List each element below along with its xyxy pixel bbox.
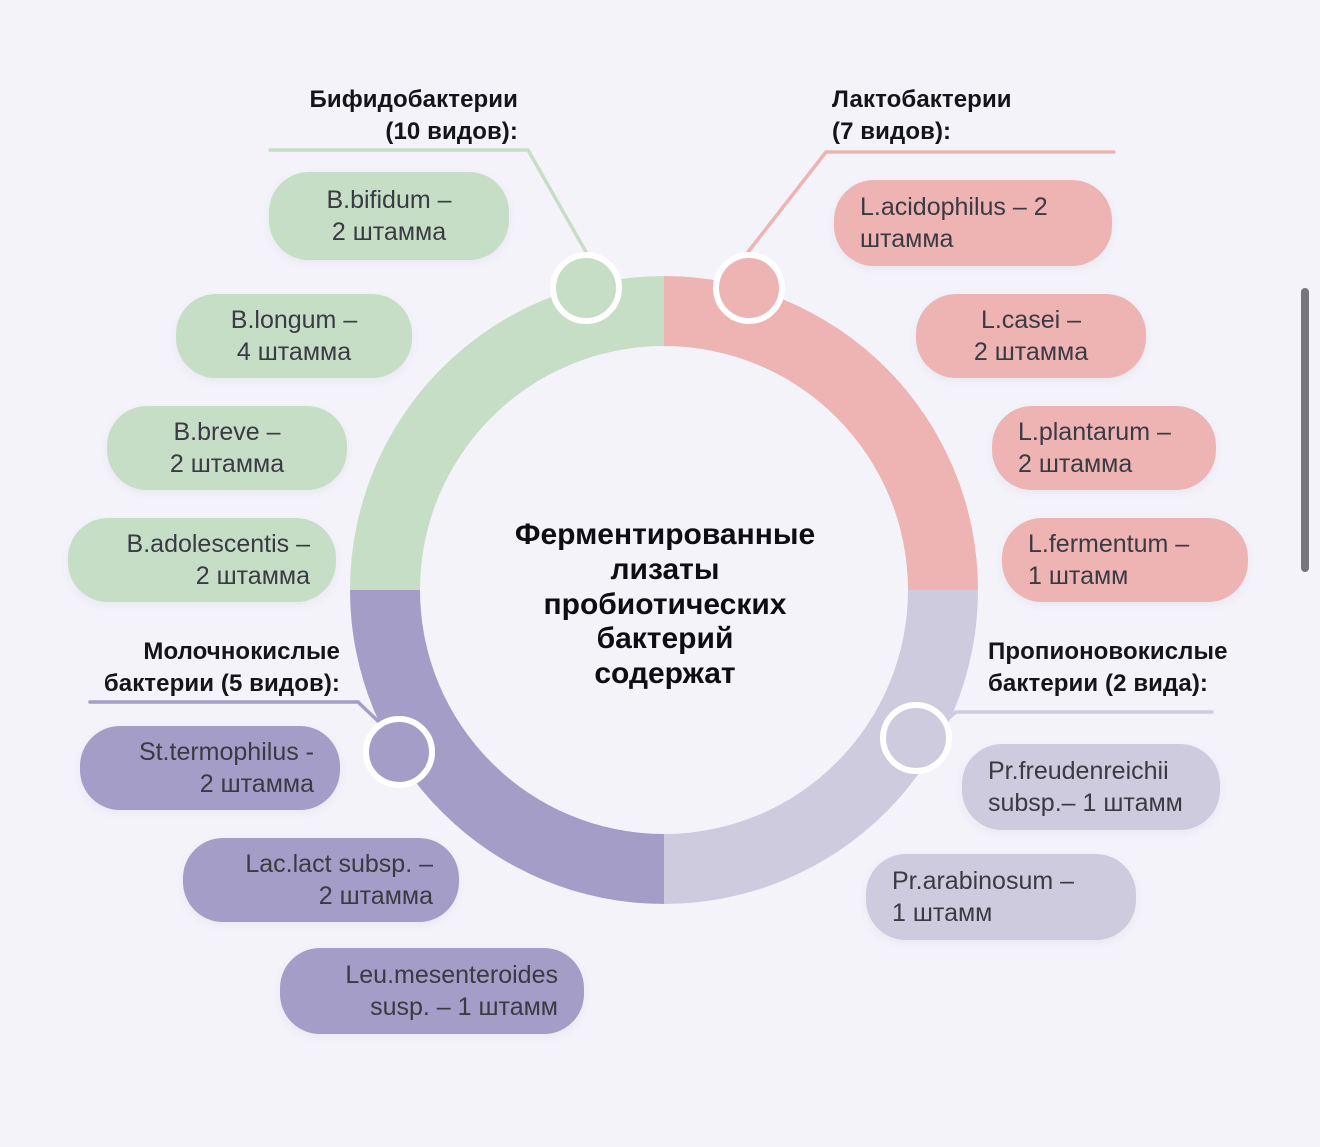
pill-pr-arabinosum[interactable]: Pr.arabinosum – 1 штамм: [866, 854, 1136, 940]
center-title: Ферментированные лизаты пробиотических б…: [514, 518, 816, 691]
pill-b-adolescentis[interactable]: B.adolescentis – 2 штамма: [68, 518, 336, 602]
pill-l-acidophilus[interactable]: L.acidophilus – 2 штамма: [834, 180, 1112, 266]
pill-lac-lact-subsp[interactable]: Lac.lact subsp. – 2 штамма: [183, 838, 459, 922]
connector-propionic-acid: [918, 710, 1214, 744]
pill-b-bifidum[interactable]: B.bifidum – 2 штамма: [269, 172, 509, 260]
donut-segments: [350, 276, 978, 904]
connector-lactobacteria: [746, 150, 1116, 254]
pill-l-fermentum[interactable]: L.fermentum – 1 штамм: [1002, 518, 1248, 602]
group-title-lactic-acid-bacteria: Молочнокислые бактерии (5 видов):: [103, 638, 340, 697]
pill-b-breve[interactable]: B.breve – 2 штамма: [107, 406, 347, 490]
pill-b-longum[interactable]: B.longum – 4 штамма: [176, 294, 412, 378]
pill-st-termophilus[interactable]: St.termophilus - 2 штамма: [80, 726, 340, 810]
pill-leu-mesenteroides[interactable]: Leu.mesenteroides susp. – 1 штамм: [280, 948, 584, 1034]
pill-l-plantarum[interactable]: L.plantarum – 2 штамма: [992, 406, 1216, 490]
group-title-bifidobacteria: Бифидобактерии (10 видов):: [309, 86, 518, 145]
group-title-propionic-acid-bacteria: Пропионовокислые бактерии (2 вида):: [988, 638, 1228, 697]
connector-bifidobacteria: [268, 148, 588, 254]
group-title-lactobacteria: Лактобактерии (7 видов):: [832, 86, 1012, 145]
donut-segment-lactobacteria: [664, 276, 978, 590]
donut-segment-propionic-acid: [664, 590, 978, 904]
donut-segment-lactic-acid: [350, 590, 664, 904]
node-propionic-acid: [880, 702, 952, 774]
donut-segment-bifidobacteria: [350, 276, 664, 590]
node-bifidobacteria: [550, 252, 622, 324]
node-lactobacteria: [713, 252, 785, 324]
page-scrollbar-thumb[interactable]: [1301, 288, 1309, 572]
pill-pr-freudenreichii[interactable]: Pr.freudenreichii subsp.– 1 штамм: [962, 744, 1220, 830]
node-lactic-acid: [363, 716, 435, 788]
pill-l-casei[interactable]: L.casei – 2 штамма: [916, 294, 1146, 378]
